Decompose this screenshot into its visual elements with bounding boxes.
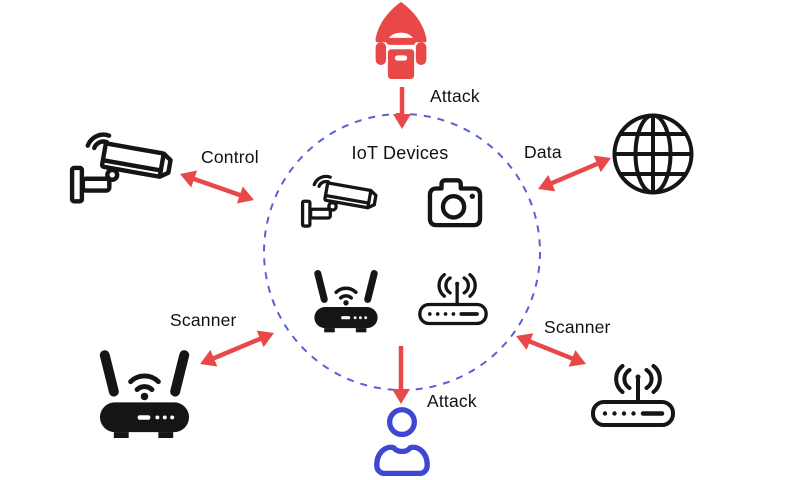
scanner-arrow-right xyxy=(516,333,586,367)
data-arrow xyxy=(538,155,611,192)
attack-arrow-top xyxy=(393,87,411,129)
cctv-camera-icon-iot xyxy=(298,164,386,237)
user-icon xyxy=(371,406,433,476)
photo-camera-icon xyxy=(426,176,484,228)
control-arrow xyxy=(180,170,254,204)
modem-icon-iot xyxy=(417,273,489,326)
wifi-router-icon-external xyxy=(97,346,192,439)
label-control: Control xyxy=(201,147,259,167)
label-attack-top: Attack xyxy=(430,86,480,106)
label-scanner-right: Scanner xyxy=(544,317,611,337)
label-scanner-left: Scanner xyxy=(170,310,237,330)
attack-arrow-bottom xyxy=(392,346,410,404)
iot-devices-title: IoT Devices xyxy=(351,143,449,163)
modem-icon-external xyxy=(590,364,676,428)
label-data: Data xyxy=(524,142,562,162)
wifi-router-icon-iot xyxy=(312,267,380,333)
label-attack-bottom: Attack xyxy=(427,391,477,411)
scanner-arrow-left xyxy=(200,330,274,367)
